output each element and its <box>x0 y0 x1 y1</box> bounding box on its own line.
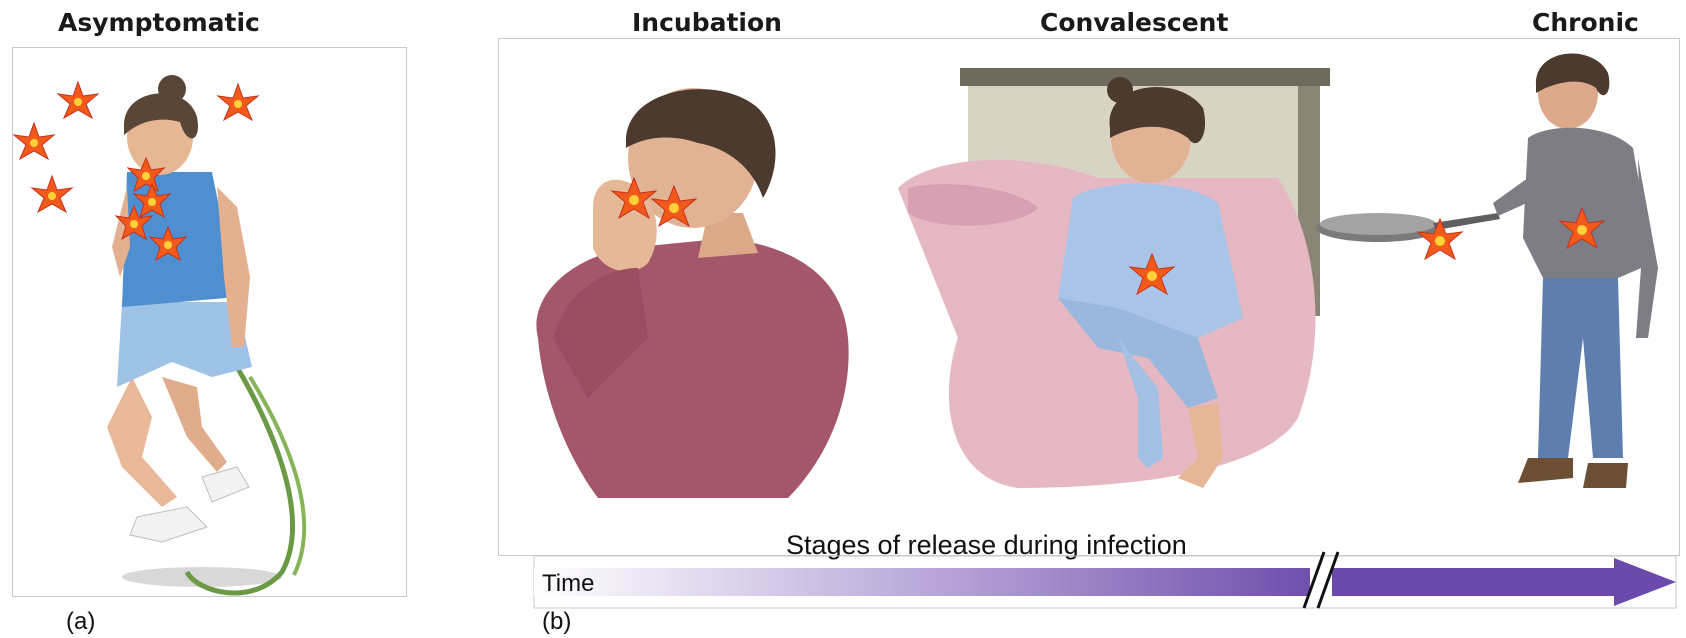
burst-icon <box>1418 219 1462 259</box>
burst-icon <box>1130 254 1174 294</box>
burst-icon <box>612 178 656 218</box>
time-axis-label: Time <box>542 570 594 598</box>
time-arrow <box>534 556 1684 612</box>
burst-icon <box>652 186 696 226</box>
burst-icon <box>1560 208 1604 248</box>
panel-b-label: (b) <box>542 608 571 636</box>
